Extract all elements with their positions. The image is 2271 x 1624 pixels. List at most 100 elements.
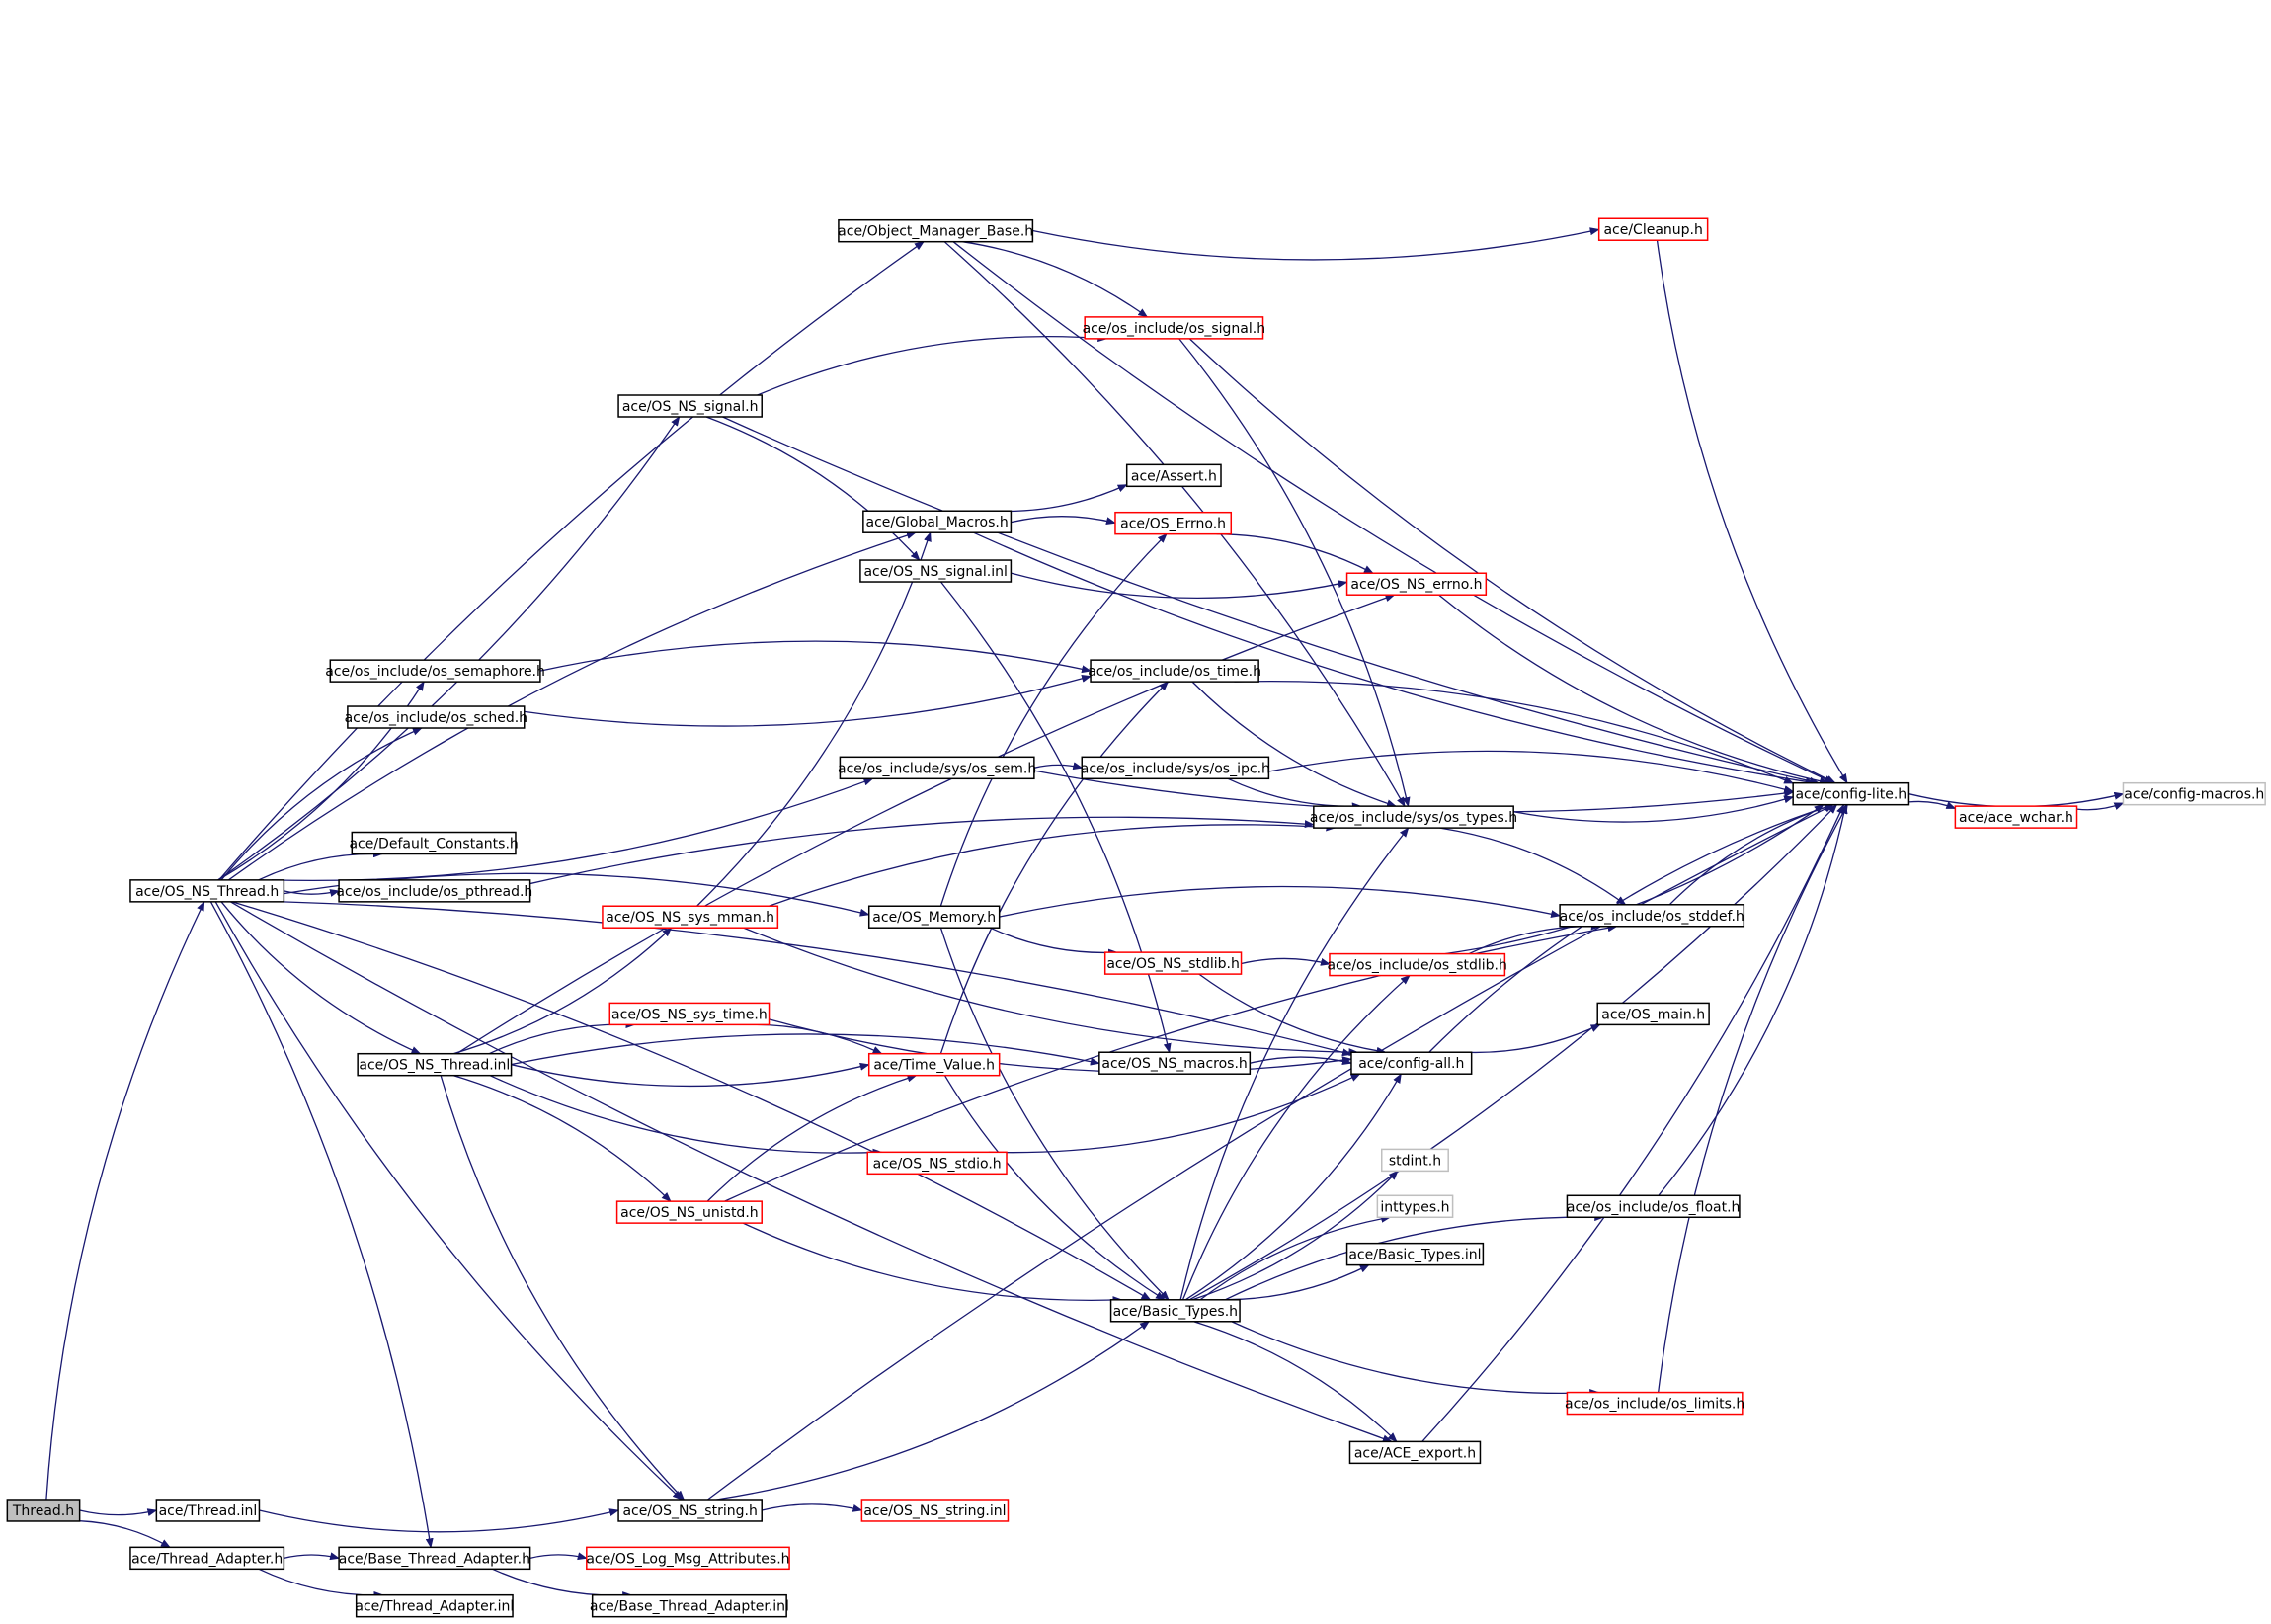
- node-os-ipc[interactable]: ace/os_include/sys/os_ipc.h: [1081, 756, 1270, 780]
- edge-os-ns-errno-to-config-lite: [1438, 594, 1830, 785]
- node-label: ace/os_include/os_signal.h: [1083, 321, 1266, 337]
- node-box: [615, 1200, 763, 1224]
- edge-os-ns-unistd-to-basic-types-h: [742, 1222, 1123, 1305]
- node-thread-inl[interactable]: ace/Thread.inl: [155, 1499, 261, 1522]
- edge-global-macros-to-os-errno: [1011, 516, 1116, 526]
- node-default-constants[interactable]: ace/Default_Constants.h: [349, 831, 519, 855]
- edge-time-value-to-os-time: [939, 681, 1170, 1054]
- node-base-thread-adapter-inl[interactable]: ace/Base_Thread_Adapter.inl: [590, 1593, 789, 1618]
- node-thread-h[interactable]: Thread.h: [6, 1499, 81, 1522]
- node-os-ns-signal-h[interactable]: ace/OS_NS_signal.h: [617, 394, 763, 418]
- node-inttypes[interactable]: inttypes.h: [1376, 1194, 1454, 1219]
- node-thread-adapter-h[interactable]: ace/Thread_Adapter.h: [129, 1546, 285, 1571]
- node-label: ace/OS_NS_sys_mman.h: [606, 910, 774, 926]
- edge-os-memory-to-os-stddef: [999, 885, 1562, 919]
- node-os-log-msg-attributes[interactable]: ace/OS_Log_Msg_Attributes.h: [586, 1546, 790, 1571]
- node-os-memory[interactable]: ace/OS_Memory.h: [867, 905, 1001, 929]
- edge-os-ns-thread-h-to-default-constants: [258, 850, 383, 881]
- node-thread-adapter-inl[interactable]: ace/Thread_Adapter.inl: [355, 1593, 514, 1618]
- node-box: [347, 705, 526, 729]
- node-os-errno[interactable]: ace/OS_Errno.h: [1114, 511, 1233, 535]
- node-label: ace/os_include/os_stdlib.h: [1327, 958, 1506, 974]
- node-box: [355, 1593, 514, 1618]
- node-os-signal-h[interactable]: ace/os_include/os_signal.h: [1083, 316, 1266, 340]
- node-os-ns-signal-inl[interactable]: ace/OS_NS_signal.inl: [859, 559, 1013, 583]
- node-stdint[interactable]: stdint.h: [1381, 1148, 1449, 1173]
- node-os-stddef[interactable]: ace/os_include/os_stddef.h: [1559, 904, 1745, 928]
- node-os-ns-thread-h[interactable]: ace/OS_NS_Thread.h: [129, 879, 285, 903]
- edge-os-ns-sys-time-to-time-value: [741, 1023, 883, 1055]
- node-os-stdlib[interactable]: ace/os_include/os_stdlib.h: [1327, 952, 1507, 977]
- node-box: [1559, 904, 1745, 928]
- node-os-types[interactable]: ace/os_include/sys/os_types.h: [1310, 805, 1517, 829]
- node-label: ace/os_include/os_limits.h: [1565, 1397, 1744, 1413]
- node-os-limits[interactable]: ace/os_include/os_limits.h: [1565, 1391, 1744, 1416]
- node-box: [155, 1499, 261, 1522]
- edge-os-ns-thread-inl-to-os-ns-macros: [511, 1033, 1100, 1066]
- node-label: ace/OS_NS_unistd.h: [620, 1205, 759, 1221]
- edge-os-ns-thread-inl-to-os-ns-sys-time: [488, 1020, 636, 1055]
- edge-os-ns-thread-h-to-os-sem: [271, 777, 874, 882]
- edge-os-limits-to-config-lite: [1658, 803, 1848, 1393]
- node-label: ace/OS_NS_stdlib.h: [1106, 956, 1240, 972]
- edge-thread-inl-to-os-ns-string-h: [259, 1508, 620, 1533]
- node-os-ns-sys-mman[interactable]: ace/OS_NS_sys_mman.h: [602, 905, 779, 929]
- node-box: [867, 905, 1001, 929]
- edge-os-stddef-to-config-lite: [1668, 803, 1834, 906]
- node-config-lite[interactable]: ace/config-lite.h: [1792, 781, 1910, 806]
- node-os-ns-thread-inl[interactable]: ace/OS_NS_Thread.inl: [357, 1052, 513, 1077]
- node-label: ace/OS_NS_signal.h: [622, 399, 759, 415]
- node-box: [859, 559, 1013, 583]
- node-os-time[interactable]: ace/os_include/os_time.h: [1088, 659, 1261, 683]
- node-os-main[interactable]: ace/OS_main.h: [1596, 1002, 1710, 1026]
- node-os-pthread[interactable]: ace/os_include/os_pthread.h: [336, 879, 532, 903]
- node-config-all[interactable]: ace/config-all.h: [1350, 1051, 1473, 1075]
- node-assert-h[interactable]: ace/Assert.h: [1125, 463, 1222, 488]
- edge-cleanup-to-config-lite: [1656, 240, 1848, 784]
- edge-thread-adapter-h-to-base-thread-adapter-h: [284, 1552, 341, 1561]
- node-basic-types-inl[interactable]: ace/Basic_Types.inl: [1345, 1242, 1485, 1266]
- node-config-macros[interactable]: ace/config-macros.h: [2122, 781, 2266, 806]
- node-os-sem[interactable]: ace/os_include/sys/os_sem.h: [838, 756, 1036, 780]
- edge-os-ns-sys-mman-to-global-macros: [696, 531, 932, 907]
- node-ace-export[interactable]: ace/ACE_export.h: [1348, 1440, 1482, 1465]
- edge-os-ns-thread-inl-to-os-ns-sys-mman: [452, 927, 673, 1055]
- node-basic-types-h[interactable]: ace/Basic_Types.h: [1109, 1299, 1241, 1323]
- node-label: ace/OS_NS_stdio.h: [873, 1156, 1002, 1172]
- node-os-ns-macros[interactable]: ace/OS_NS_macros.h: [1098, 1051, 1252, 1075]
- node-box: [1109, 1299, 1241, 1323]
- node-os-ns-sys-time[interactable]: ace/OS_NS_sys_time.h: [608, 1002, 771, 1026]
- node-os-float[interactable]: ace/os_include/os_float.h: [1566, 1194, 1741, 1219]
- node-box: [1345, 1242, 1485, 1266]
- edge-os-memory-to-os-errno: [939, 532, 1168, 907]
- node-base-thread-adapter-h[interactable]: ace/Base_Thread_Adapter.h: [338, 1546, 531, 1571]
- edge-config-lite-to-config-macros: [1908, 791, 2125, 808]
- edge-basic-types-h-to-stdint: [1192, 1170, 1399, 1301]
- node-os-ns-string-h[interactable]: ace/OS_NS_string.h: [617, 1499, 763, 1522]
- node-os-ns-stdlib[interactable]: ace/OS_NS_stdlib.h: [1103, 951, 1243, 975]
- node-label: ace/OS_NS_sys_time.h: [611, 1007, 768, 1022]
- node-os-ns-string-inl[interactable]: ace/OS_NS_string.inl: [860, 1499, 1010, 1522]
- edge-os-ns-thread-inl-to-time-value: [511, 1062, 870, 1088]
- edge-os-ns-thread-h-to-os-sched: [220, 727, 423, 881]
- edge-os-ns-thread-inl-to-os-ns-unistd: [452, 1075, 672, 1202]
- node-box: [2122, 781, 2266, 806]
- node-ace-wchar[interactable]: ace/ace_wchar.h: [1954, 805, 2078, 829]
- node-box: [6, 1499, 81, 1522]
- node-os-semaphore[interactable]: ace/os_include/os_semaphore.h: [325, 659, 545, 683]
- node-label: ace/ace_wchar.h: [1959, 810, 2073, 826]
- node-os-ns-errno[interactable]: ace/OS_NS_errno.h: [1345, 572, 1488, 596]
- node-os-ns-unistd[interactable]: ace/OS_NS_unistd.h: [615, 1200, 763, 1224]
- node-time-value[interactable]: ace/Time_Value.h: [867, 1052, 1001, 1077]
- node-label: ace/config-lite.h: [1795, 787, 1906, 803]
- edge-ace-wchar-to-config-macros: [2076, 802, 2125, 811]
- node-object-manager-base[interactable]: ace/Object_Manager_Base.h: [838, 218, 1033, 243]
- node-global-macros[interactable]: ace/Global_Macros.h: [862, 510, 1013, 533]
- node-os-ns-stdio[interactable]: ace/OS_NS_stdio.h: [866, 1151, 1008, 1176]
- node-box: [1081, 756, 1270, 780]
- node-label: ace/Time_Value.h: [873, 1058, 995, 1074]
- node-box: [329, 659, 541, 683]
- edge-os-ns-string-h-to-basic-types-h: [716, 1321, 1150, 1501]
- node-cleanup[interactable]: ace/Cleanup.h: [1597, 217, 1709, 241]
- node-os-sched[interactable]: ace/os_include/os_sched.h: [345, 705, 527, 729]
